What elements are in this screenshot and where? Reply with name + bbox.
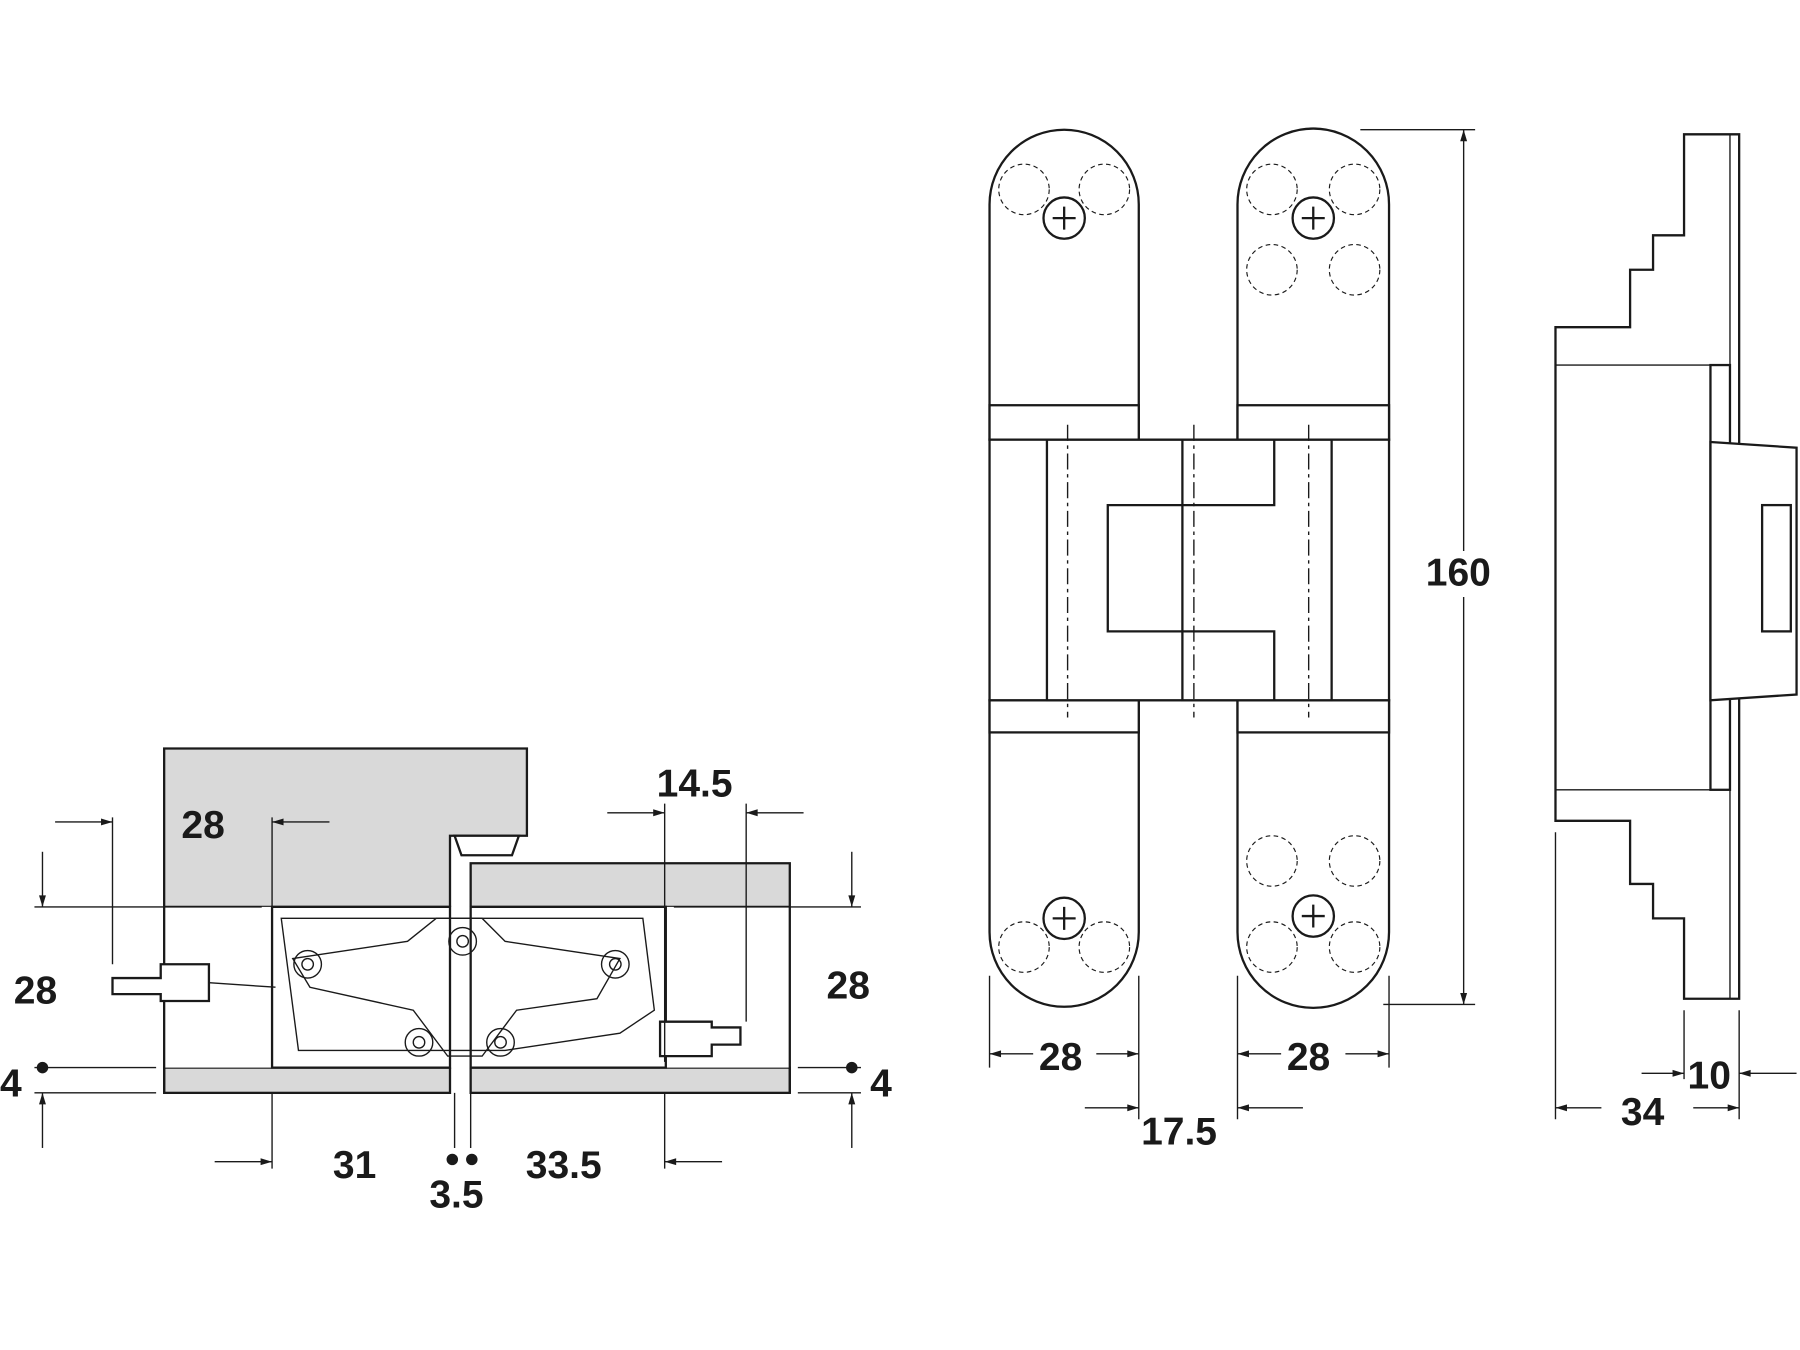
dim-leaf-width-left: 28	[1039, 1036, 1082, 1079]
hinge-body-left	[270, 905, 452, 1069]
dim-depth: 34	[1621, 1091, 1665, 1134]
dim-height: 160	[1426, 551, 1491, 594]
dim-plate: 10	[1688, 1054, 1731, 1097]
plan-view: 28 28 28 14.5 4 4 31 3.5 33.5	[0, 747, 892, 1217]
frame-panel	[469, 862, 791, 909]
door-edge-strip	[163, 1066, 452, 1095]
adjuster-left	[111, 963, 211, 1003]
dim-length-right: 33.5	[526, 1144, 602, 1187]
dim-offset-right: 28	[827, 965, 870, 1008]
leaf-left-bottom	[988, 699, 1140, 1008]
dim-gap: 3.5	[429, 1174, 483, 1217]
frame-edge-strip	[469, 1066, 791, 1095]
dim-width-right: 14.5	[657, 763, 733, 806]
dim-length-left: 31	[333, 1144, 376, 1187]
hinge-body-right	[469, 905, 667, 1069]
dim-leaf-width-right: 28	[1287, 1036, 1330, 1079]
dim-door-depth: 28	[181, 804, 224, 847]
screw-holes	[998, 163, 1381, 973]
dim-thickness-right: 4	[870, 1062, 892, 1105]
leaf-left-top	[988, 128, 1140, 441]
side-view: 34 10	[1554, 133, 1798, 1134]
front-view: 28 28 17.5 160	[988, 127, 1491, 1154]
leaf-right-bottom	[1236, 699, 1391, 1009]
dim-leaf-gap: 17.5	[1141, 1111, 1217, 1154]
dim-offset-left: 28	[14, 969, 57, 1012]
dim-thickness-left: 4	[0, 1062, 22, 1105]
adjuster-right	[658, 1020, 742, 1058]
leaf-right-top	[1236, 127, 1391, 441]
side-profile	[1554, 133, 1741, 1000]
pivot-screws	[293, 926, 630, 1057]
